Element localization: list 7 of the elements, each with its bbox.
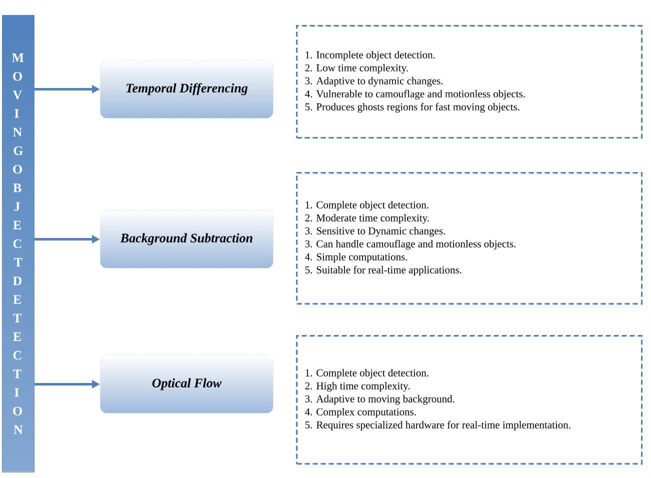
method-box: Optical Flow <box>100 355 274 414</box>
property-list-box: 1. Incomplete object detection. 2. Low time complexity. 3. Adaptive to dynamic changes. 4. Vulnerable to camouflage and motionless objects. 5. Produces ghosts regions for fast moving objects. <box>296 25 643 139</box>
title-bar: MOVING OBJECT DETECTION <box>2 15 34 472</box>
property-list-box: 1. Complete object detection. 2. Moderate time complexity. 3. Sensitive to Dynamic changes. 3. Can handle camouflage and motionless objects. 4. Simple computations. 5. Suitable for real-time applications. <box>296 172 643 305</box>
property-list-box: 1. Complete object detection. 2. High time complexity. 3. Adaptive to moving background. 4. Complex computations. 5. Requires specialized hardware for real-time implementation. <box>296 335 643 465</box>
method-box: Background Subtraction <box>100 210 274 268</box>
method-box: Temporal Differencing <box>100 60 274 118</box>
